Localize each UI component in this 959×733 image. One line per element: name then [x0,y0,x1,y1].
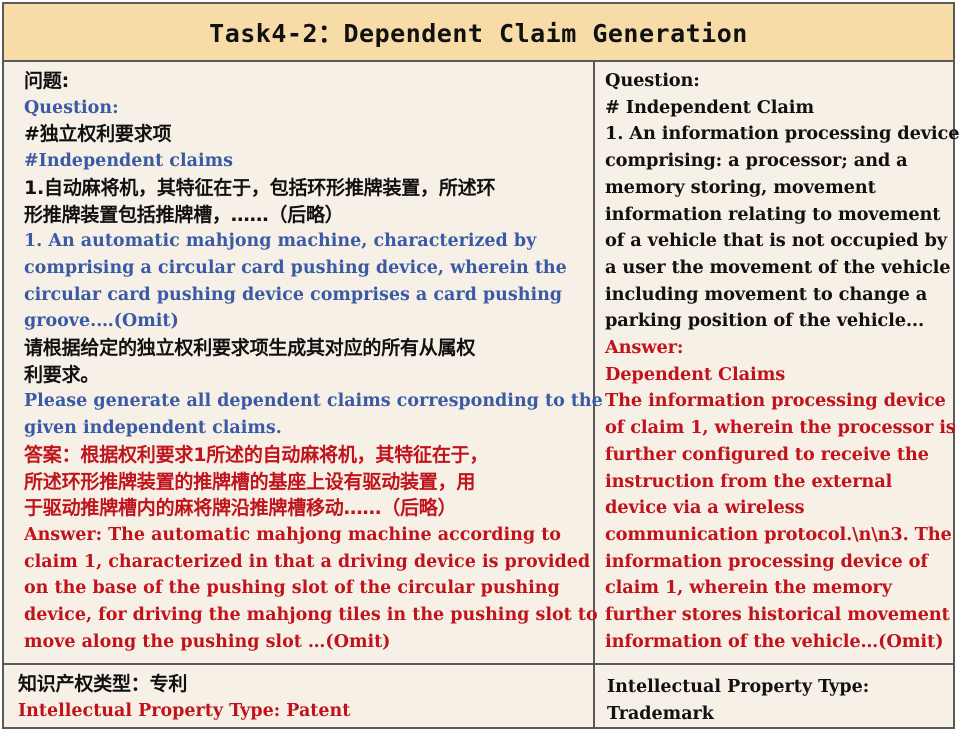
left-text-line: comprising a circular card pushing devic… [24,257,567,278]
right-text-line: further configured to receive the [605,443,929,465]
right-text-line: of claim 1, wherein the processor is [605,417,956,439]
left-text-line: 请根据给定的独立权利要求项生成其对应的所有从属权 [24,337,476,360]
ip-type-label-en: Intellectual Property Type: Patent [18,700,351,721]
right-text-line: further stores historical movement [605,604,950,626]
ip-type-label-zh: 知识产权类型：专利 [18,673,188,695]
left-text-line: device, for driving the mahjong tiles in… [24,605,598,626]
column-divider [593,60,595,729]
right-text-line: information relating to movement [605,203,941,225]
left-text-line: 1.自动麻将机，其特征在于，包括环形推牌装置，所述环 [24,176,496,199]
right-text-line: information processing device of [605,550,928,572]
left-text-line: 于驱动推牌槽内的麻将牌沿推牌槽移动……（后略） [24,497,457,520]
right-text-line: The information processing device [605,390,946,412]
footer-trademark-type: Intellectual Property Type: Trademark [607,674,947,727]
right-text-line: including movement to change a [605,283,928,305]
left-text-line: Please generate all dependent claims cor… [24,391,603,412]
left-text-line: 问题: [24,70,69,92]
right-text-line: comprising: a processor; and a [605,150,908,172]
right-text-line: a user the movement of the vehicle [605,256,951,278]
left-text-line: groove.…(Omit) [24,311,179,332]
patent-example-column: 问题: Question: #独立权利要求项 #Independent claims 1… [24,68,603,655]
left-text-line: on the base of the pushing slot of the c… [24,578,560,599]
left-text-line: circular card pushing device comprises a… [24,284,563,305]
left-text-line: Question: [24,97,119,118]
left-text-line: 1. An automatic mahjong machine, charact… [24,231,537,252]
left-text-line: claim 1, characterized in that a driving… [24,551,591,572]
left-text-line: Answer: The automatic mahjong machine ac… [24,524,561,545]
left-text-line: given independent claims. [24,418,282,439]
right-text-line: information of the vehicle…(Omit) [605,630,944,652]
left-text-line: 答案：根据权利要求1所述的自动麻将机，其特征在于， [24,443,489,466]
task-title: Task4-2：Dependent Claim Generation [4,4,953,62]
left-text-line: 利要求。 [24,363,100,386]
left-text-line: 所述环形推牌装置的推牌槽的基座上设有驱动装置，用 [24,470,476,493]
right-text-line: # Independent Claim [605,96,814,118]
footer-patent-type: 知识产权类型：专利 Intellectual Property Type: Pa… [18,671,578,724]
left-text-line: #独立权利要求项 [24,123,172,146]
left-text-line: move along the pushing slot …(Omit) [24,631,391,652]
right-text-line: Answer: [605,337,684,359]
ip-type-label-line1: Intellectual Property Type: [607,677,870,697]
right-text-line: Dependent Claims [605,363,786,385]
right-text-line: memory storing, movement [605,176,876,198]
right-text-line: of a vehicle that is not occupied by [605,230,947,252]
right-text-line: parking position of the vehicle... [605,310,924,332]
right-text-line: 1. An information processing device [605,123,959,145]
left-text-line: 形推牌装置包括推牌槽，……（后略） [24,203,344,226]
ip-type-label-line2: Trademark [607,703,714,724]
right-text-line: Question: [605,70,700,91]
right-text-line: device via a wireless [605,497,805,519]
footer-divider [4,663,953,665]
trademark-example-column: Question: # Independent Claim 1. An inform… [605,68,959,655]
right-text-line: claim 1, wherein the memory [605,577,892,599]
left-text-line: #Independent claims [24,151,233,172]
right-text-line: instruction from the external [605,470,893,492]
right-text-line: communication protocol.\n\n3. The [605,523,952,545]
